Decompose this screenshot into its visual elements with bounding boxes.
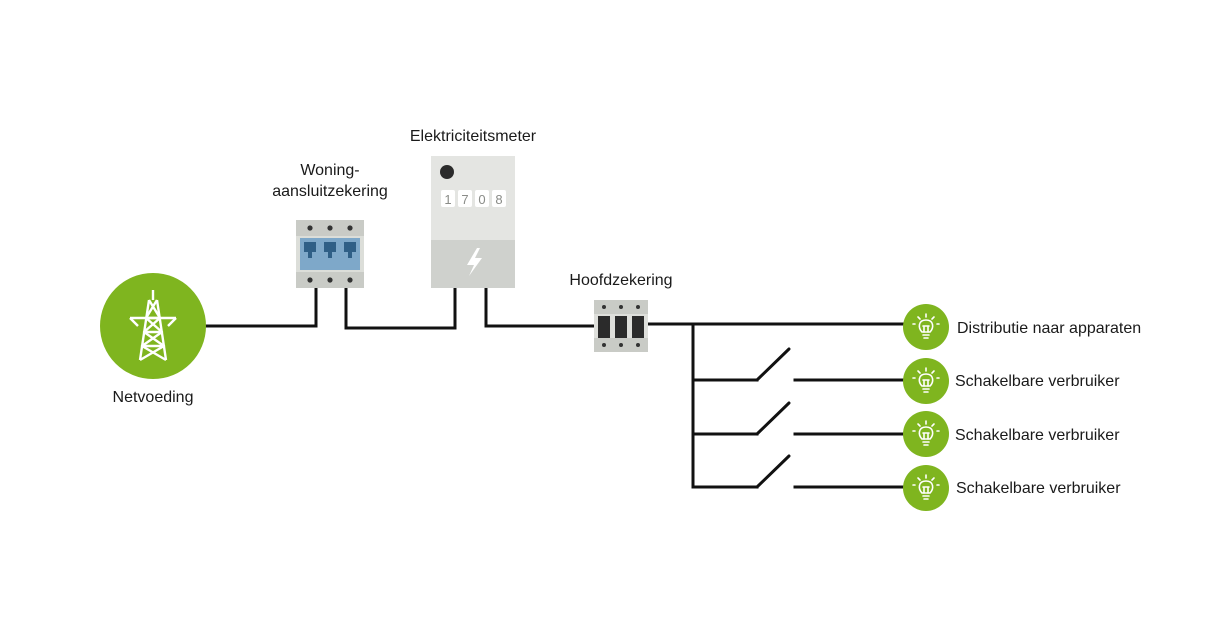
light-bulb-icon — [912, 367, 940, 393]
meter-digit: 8 — [495, 192, 502, 207]
consumer-label: Schakelbare verbruiker — [956, 480, 1121, 497]
light-bulb-icon — [912, 313, 940, 339]
transmission-tower-icon — [129, 290, 177, 362]
consumer-icons — [903, 304, 949, 511]
switches — [755, 347, 791, 489]
main-fuse-label: Hoofdzekering — [569, 272, 673, 289]
light-bulb-icon — [912, 420, 940, 446]
grid-supply-label: Netvoeding — [112, 389, 194, 406]
meter-digit: 1 — [444, 192, 451, 207]
consumer-label: Schakelbare verbruiker — [955, 373, 1120, 390]
meter-digit: 7 — [461, 192, 468, 207]
meter-digits: 1 7 0 8 — [441, 190, 506, 207]
consumer-node — [903, 358, 949, 404]
lightning-bolt-icon — [467, 248, 482, 276]
meter-label: Elektriciteitsmeter — [409, 128, 537, 145]
consumer-label: Schakelbare verbruiker — [955, 427, 1120, 444]
wire-meter-to-main-fuse — [484, 286, 596, 328]
switch-2 — [755, 401, 791, 436]
wires — [203, 286, 904, 489]
light-bulb-icon — [912, 474, 940, 500]
house-fuse-label-line1: Woning- — [300, 162, 360, 179]
main-fuse — [594, 300, 648, 352]
house-connection-fuse — [296, 220, 364, 288]
wire-grid-to-house-fuse — [203, 286, 318, 328]
consumer-node — [903, 304, 949, 350]
grid-supply — [100, 273, 206, 379]
meter-digit: 0 — [478, 192, 485, 207]
wire-house-fuse-to-meter — [344, 286, 457, 330]
consumer-node — [903, 411, 949, 457]
consumer-node — [903, 465, 949, 511]
switch-3 — [755, 454, 791, 489]
electricity-meter: 1 7 0 8 — [431, 156, 515, 288]
house-fuse-label-line2: aansluitzekering — [272, 183, 388, 200]
consumer-label: Distributie naar apparaten — [957, 320, 1142, 337]
switch-1 — [755, 347, 791, 382]
